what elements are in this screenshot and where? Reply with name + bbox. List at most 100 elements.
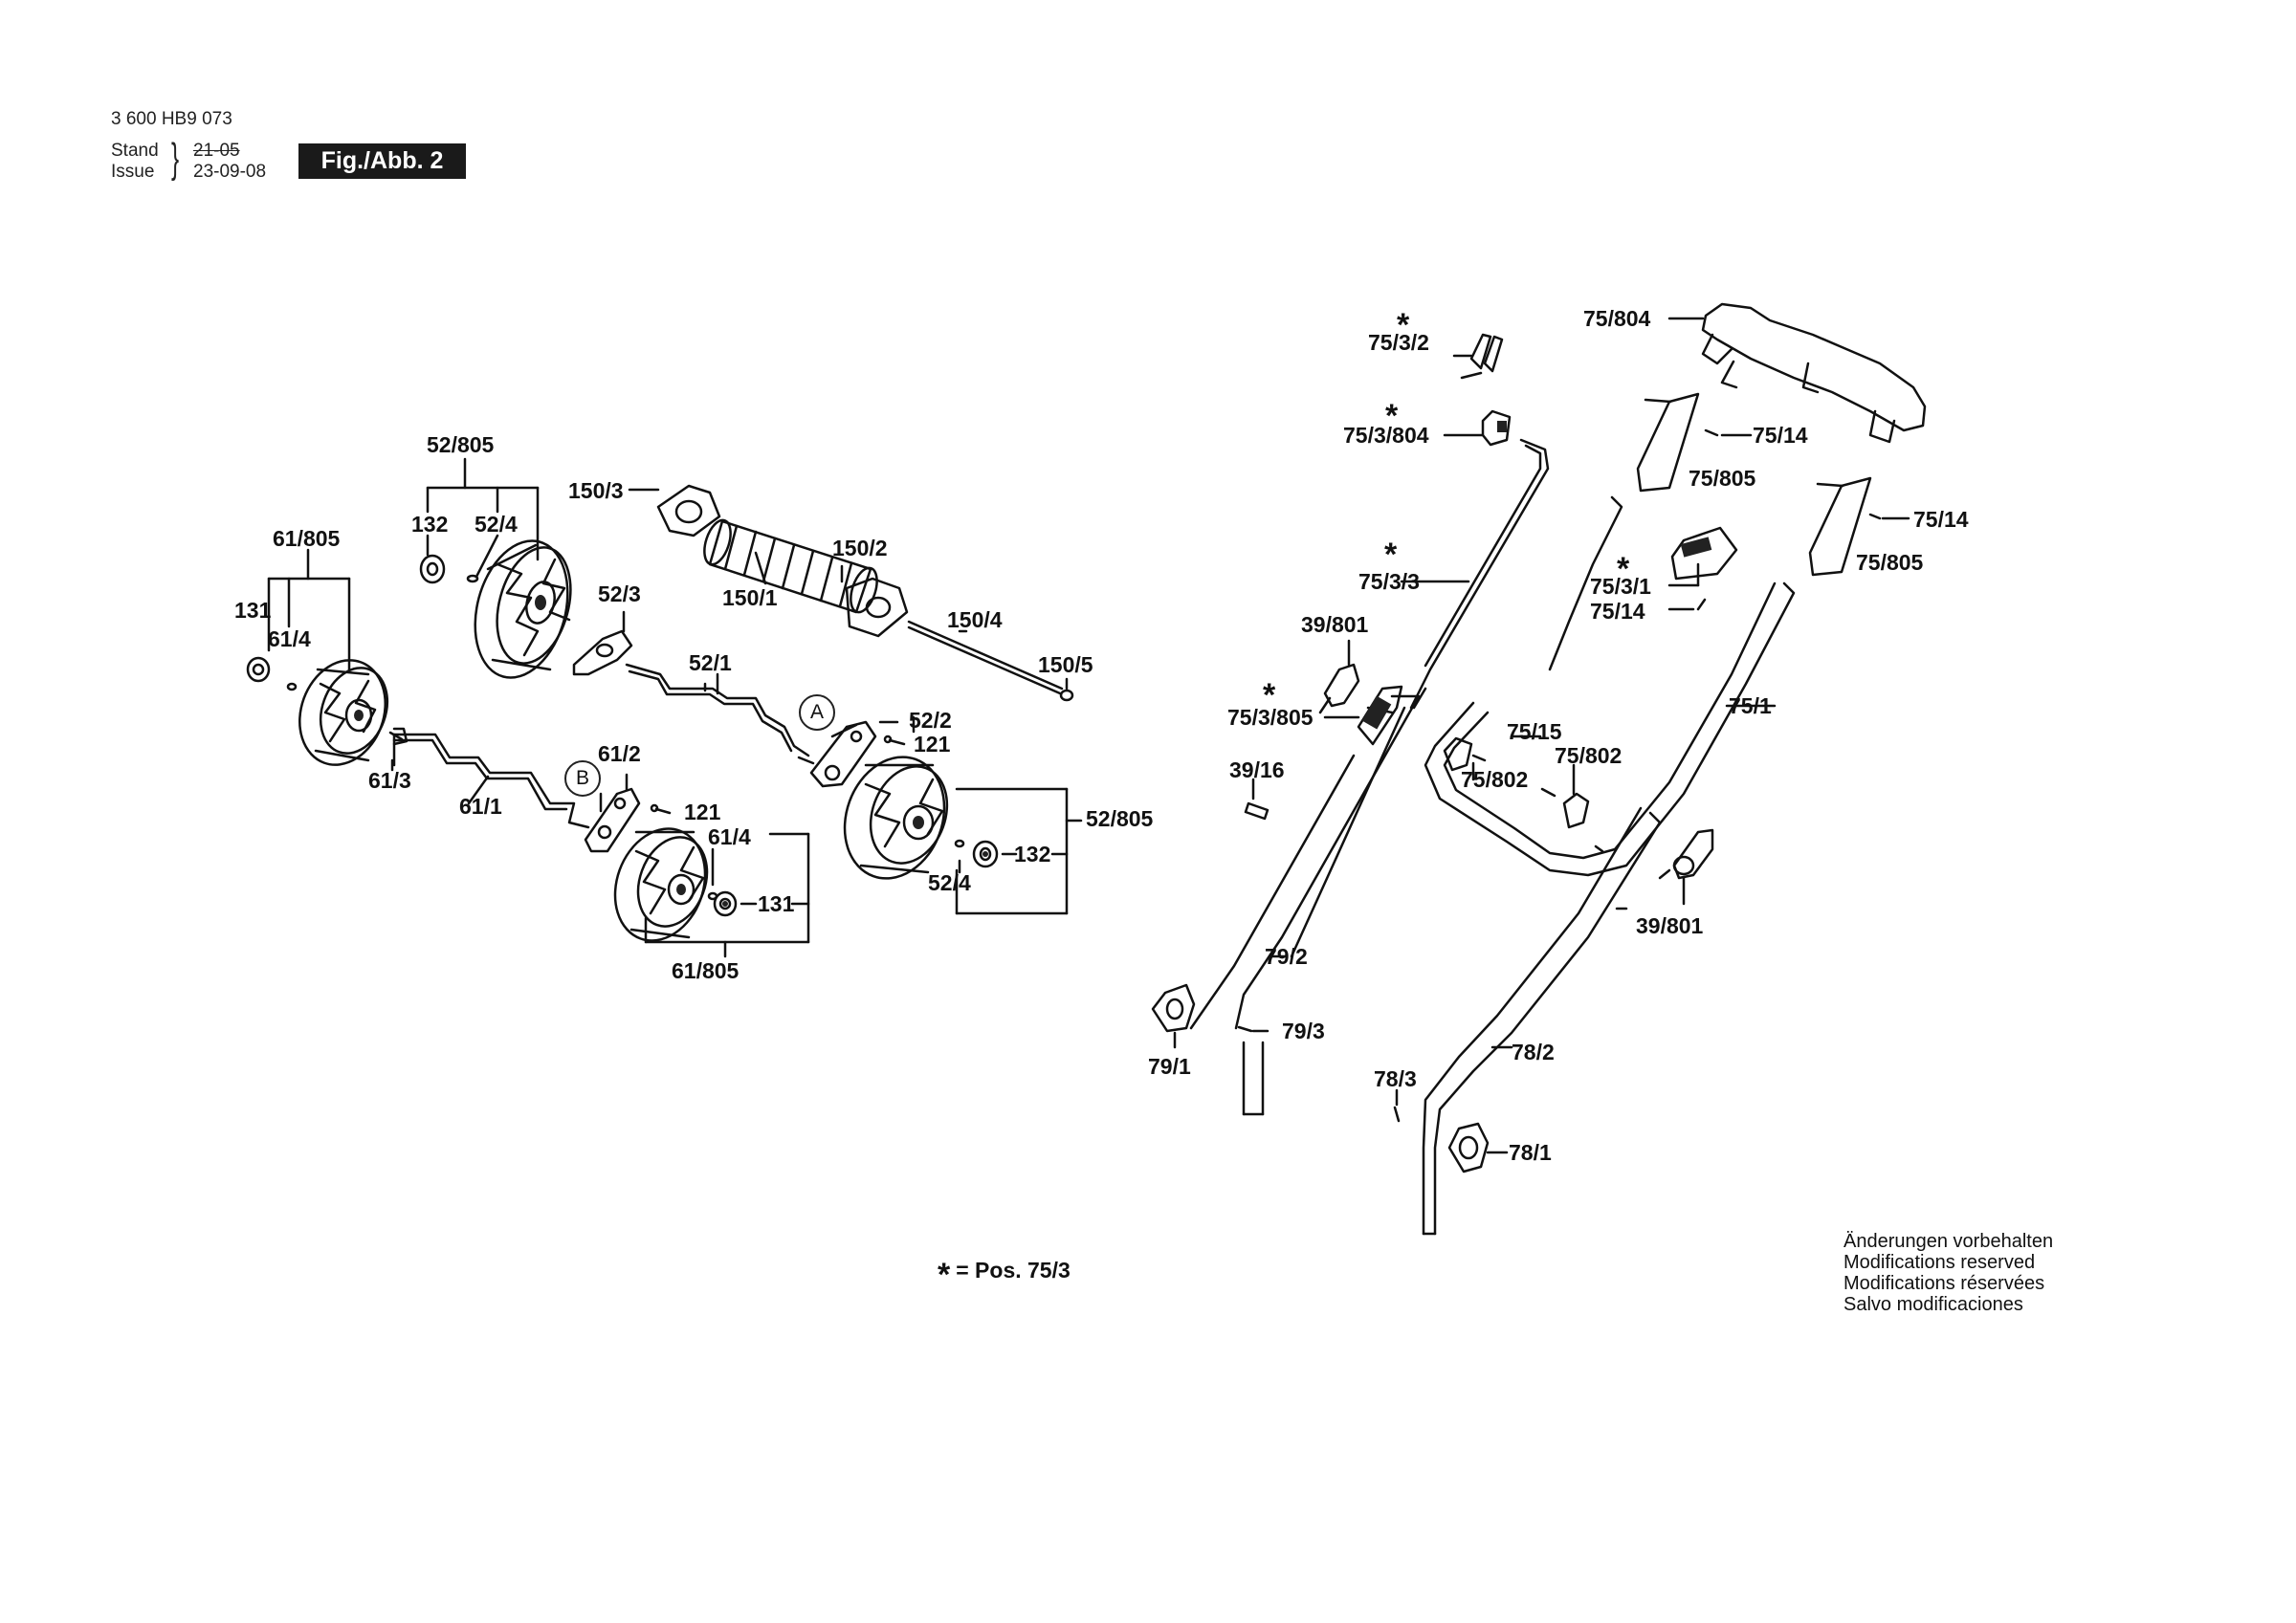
knob-39-801-right [1658,828,1714,906]
tube-79-2 [1189,694,1421,1116]
part-label: 75/804 [1583,306,1651,331]
insert-75-805-a [1636,392,1700,493]
star-marker: * [1397,307,1410,343]
part-label: 61/805 [273,526,341,551]
part-label: 75/14 [1913,507,1969,532]
axle-52-1 [625,663,815,765]
part-label: 52/4 [928,870,971,895]
roller-150-1 [703,518,878,614]
note-fr: Modifications réservées [1843,1273,2045,1294]
wheel-left-61-805 [298,659,389,766]
part-label: 52/2 [909,708,952,733]
cap-131-left [246,656,298,691]
part-label: 121 [914,732,951,757]
footnote-text: = Pos. 75/3 [956,1258,1071,1283]
part-label: 75/3/804 [1343,423,1429,448]
part-label: 78/2 [1512,1040,1555,1064]
bracket-52-805-right [955,787,1083,915]
part-label: 52/3 [598,581,641,606]
issue-label: Issue [111,162,155,182]
note-en: Modifications reserved [1843,1252,2036,1273]
footnote-star: * [938,1257,951,1293]
part-label: 75/1 [1729,693,1772,718]
note-de: Änderungen vorbehalten [1843,1231,2054,1252]
note-es: Salvo modificaciones [1843,1294,2023,1315]
part-label: 150/2 [832,536,888,560]
part-label: 75/805 [1689,466,1756,491]
screw-75-14-a [1704,428,1753,437]
part-label: 75/3/1 [1590,574,1651,599]
cover-75-3-1 [1667,526,1738,587]
part-label: 150/1 [722,585,778,610]
pin-39-16 [1244,778,1269,821]
part-label: 75/14 [1590,599,1645,624]
insert-75-805-b [1808,476,1872,577]
part-label: 121 [684,800,721,824]
part-label: 150/3 [568,478,624,503]
part-label: 39/801 [1636,913,1704,938]
part-label: 75/3/2 [1368,330,1429,355]
axle-61-1 [392,727,590,829]
callout-a: A [799,694,835,731]
roller-cap-150-3 [656,484,721,537]
part-label: 61/4 [708,824,751,849]
knob-39-801-left [1318,639,1360,714]
wheel-rear-left [474,539,572,679]
part-label: 79/2 [1265,944,1308,969]
star-marker: * [1384,537,1398,573]
tube-78-2 [1422,806,1662,1236]
part-label: 61/3 [368,768,411,793]
leaders-left [390,488,1069,874]
part-label: 52/4 [475,512,518,537]
bracket-52-3 [572,610,633,676]
part-label: 78/3 [1374,1066,1417,1091]
screw-78-3 [1393,1088,1401,1123]
part-label: 131 [758,891,795,916]
roller-cap-150-2 [845,577,909,638]
cap-75-802-b [1540,763,1590,829]
part-label: 52/805 [1086,806,1154,831]
part-label: 52/805 [427,432,495,457]
clip-78-1 [1447,1122,1509,1173]
modification-notes: Änderungen vorbehalten Modifications res… [1843,1231,2053,1315]
part-label: 150/5 [1038,652,1093,677]
screw-79-3 [1237,1025,1269,1033]
cap-132-top [419,534,499,584]
part-label: 75/14 [1753,423,1808,448]
part-label: 75/805 [1856,550,1924,575]
handle-frame-75-1 [1412,495,1796,877]
part-label: 132 [411,512,449,537]
clamp-75-3-805 [1323,685,1403,746]
part-label: 75/3/3 [1358,569,1420,594]
part-label: 61/2 [598,741,641,766]
part-label: 79/1 [1148,1054,1191,1079]
bracket-52-2 [809,720,899,788]
screw-75-14-b [1868,513,1910,520]
part-label: 61/805 [672,958,740,983]
position-footnote: *= Pos. 75/3 [938,1257,1071,1294]
part-label: 52/1 [689,650,732,675]
part-label: 131 [234,598,272,623]
clip-79-1 [1151,983,1196,1049]
screw-121-a [883,735,906,746]
star-marker: * [1617,551,1630,587]
part-label: 75/15 [1507,719,1562,744]
part-label: 39/16 [1229,757,1285,782]
part-label: 75/802 [1461,767,1529,792]
part-label: 150/4 [947,607,1003,632]
bracket-61-2 [584,773,641,853]
rod-150-4 [907,620,1074,702]
cap-75-802-a [1443,736,1487,781]
part-label: 61/1 [459,794,502,819]
wheel-middle-61-805 [613,827,738,942]
brace-glyph: } [171,135,180,182]
part-label: 79/3 [1282,1019,1325,1043]
star-marker: * [1263,677,1276,713]
screw-121-b [650,803,672,815]
star-marker: * [1385,398,1399,434]
bracket-52-805-top [426,457,540,561]
handle-top-75-804 [1667,302,1927,444]
cable-75-3-3 [1400,438,1550,710]
stand-date: 21-05 [193,141,240,161]
